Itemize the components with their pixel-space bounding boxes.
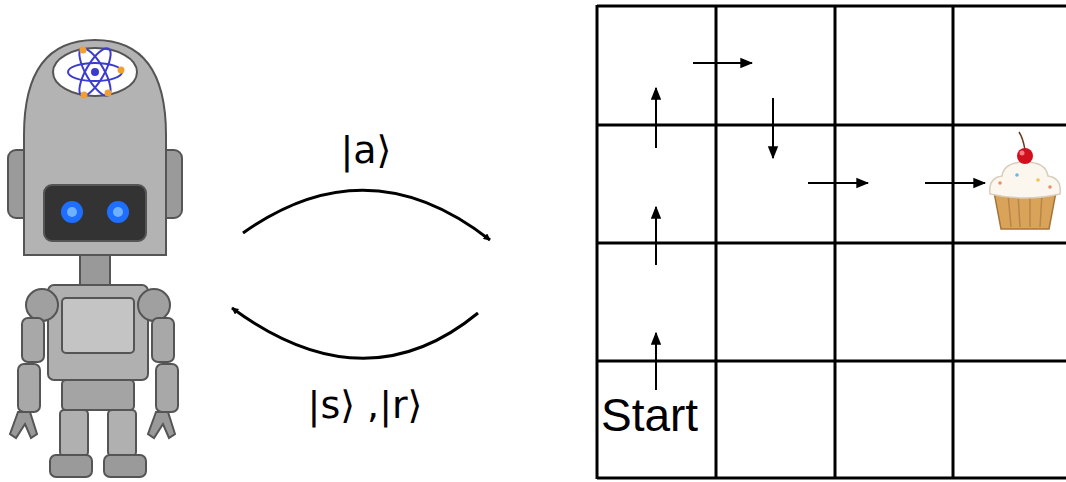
cupcake-icon — [998, 181, 1002, 185]
interaction-arc — [232, 190, 490, 358]
path-arrow — [772, 98, 774, 158]
path-arrow — [655, 207, 657, 265]
grid-world — [597, 5, 1066, 8]
interaction-arc — [243, 190, 490, 240]
robot-illustration — [81, 92, 88, 99]
robot-illustration — [152, 318, 174, 362]
path-arrow — [693, 62, 752, 64]
cell-label: Start — [601, 392, 698, 438]
robot-illustration — [44, 185, 146, 241]
robot-illustration — [80, 255, 110, 287]
robot-illustration — [156, 364, 178, 412]
path-arrow — [655, 88, 657, 148]
cupcake-icon — [1015, 173, 1019, 177]
grid-world — [597, 360, 1066, 363]
robot-illustration — [138, 289, 170, 321]
cupcake-icon — [1008, 194, 1042, 227]
robot-illustration — [61, 201, 83, 223]
cupcake-icon — [1048, 185, 1052, 189]
path-arrow — [925, 182, 985, 184]
action-label: |a⟩ — [341, 131, 392, 169]
cupcake-icon — [1018, 194, 1020, 227]
robot-illustration — [8, 40, 182, 477]
robot-illustration — [74, 44, 117, 100]
state-reward-label: |s⟩ ,|r⟩ — [308, 386, 423, 424]
robot-illustration — [24, 40, 166, 255]
interaction-arc — [232, 308, 478, 358]
path-arrow — [655, 333, 657, 390]
path-arrow — [808, 182, 868, 184]
cupcake-icon — [1020, 151, 1025, 156]
cupcake-icon — [1036, 178, 1040, 182]
cupcake-icon — [1019, 132, 1025, 150]
robot-illustration — [113, 207, 123, 217]
robot-illustration — [60, 410, 88, 456]
cupcake-icon — [1008, 194, 1011, 227]
grid-world — [597, 5, 1066, 479]
path-arrow — [656, 63, 985, 390]
grid-world — [597, 242, 1066, 245]
robot-illustration — [26, 289, 58, 321]
robot-illustration — [105, 90, 112, 97]
robot-illustration — [148, 412, 175, 438]
robot-illustration — [62, 380, 134, 410]
robot-illustration — [91, 68, 99, 76]
robot-illustration — [118, 67, 125, 74]
cupcake-icon — [1040, 194, 1042, 227]
cupcake-icon — [990, 132, 1061, 229]
robot-illustration — [67, 207, 77, 217]
grid-world — [597, 477, 1066, 480]
robot-illustration — [107, 201, 129, 223]
robot-illustration — [62, 298, 134, 353]
cupcake-icon — [1017, 148, 1033, 164]
robot-illustration — [104, 455, 146, 477]
robot-illustration — [22, 318, 44, 362]
cupcake-icon — [990, 162, 1061, 198]
robot-illustration — [50, 455, 92, 477]
robot-illustration — [68, 63, 122, 81]
robot-illustration — [74, 44, 117, 100]
robot-illustration — [10, 412, 37, 438]
robot-illustration — [108, 410, 136, 456]
robot-illustration — [80, 47, 87, 54]
robot-illustration — [18, 364, 40, 412]
robot-illustration — [68, 44, 122, 100]
grid-world — [597, 124, 1066, 127]
cupcake-icon — [1029, 194, 1031, 227]
robot-illustration — [48, 285, 148, 380]
